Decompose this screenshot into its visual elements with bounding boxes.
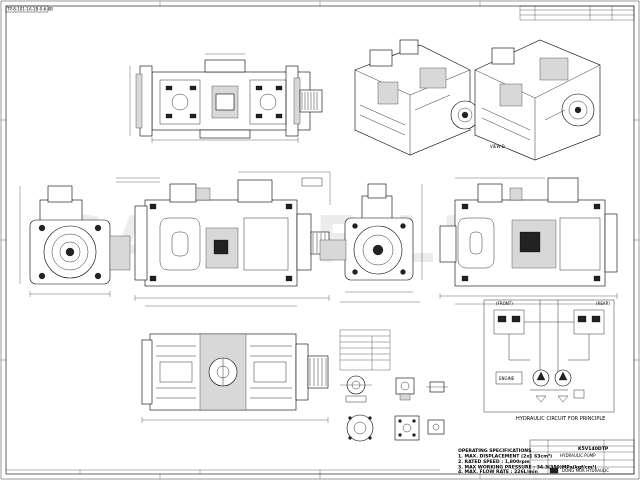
circuit-engine-label: ENGINE — [499, 376, 515, 381]
isometric-view-left — [354, 39, 480, 156]
hydraulic-caption: HYDRAULIC CIRCUIT FOR PRINCIPLE — [516, 416, 605, 422]
side-view-right — [439, 177, 618, 305]
iso-view-label: VIEW-D — [490, 144, 505, 149]
company-logo — [549, 467, 559, 474]
spec-line: 3. MAX WORKING PRESSURE : 34.3(350)MPa(k… — [458, 465, 596, 471]
front-view-right — [319, 183, 423, 303]
quality-table — [339, 329, 391, 371]
title-name: HYDRAULIC PUMP — [560, 453, 596, 458]
drawing-code: TP-8-101-1A-1B-0-6-4B — [6, 7, 53, 12]
spec-line: 2. RATED SPEED : 1,800rpm — [458, 459, 530, 465]
drawing-number-box: TP-8-101-1A-1B-0-6-4B — [5, 5, 53, 13]
port-detail-d — [427, 419, 445, 435]
circuit-rear-label: (REAR) — [596, 301, 610, 306]
bottom-strip — [6, 469, 440, 474]
top-view-pump — [129, 53, 323, 143]
front-view-left — [19, 185, 131, 297]
spec-title: OPERATING SPECIFICATIONS — [458, 448, 531, 454]
port-detail-a — [340, 375, 372, 403]
isometric-view-right — [474, 39, 601, 161]
operating-specifications: OPERATING SPECIFICATIONS 1. MAX. DISPLAC… — [458, 448, 596, 475]
title-block: K5V140DTP HYDRAULIC PUMP DONG MOK HYDRAU… — [529, 439, 635, 475]
spec-line: 1. MAX. DISPLACEMENT (2x1 63cm³) — [458, 454, 552, 460]
spec-line: 4. MAX. FLOW RATE : 226L/min — [458, 469, 538, 475]
port-detail-b — [395, 377, 415, 401]
bottom-view-pump — [141, 333, 329, 423]
hydraulic-circuit: (FRONT) (REAR) ENGINE — [483, 299, 615, 413]
side-view-center — [116, 171, 331, 307]
title-model: K5V140DTP — [578, 446, 609, 452]
port-detail-c — [426, 381, 448, 393]
flange-detail-left — [346, 414, 374, 442]
title-company: DONG MOK HYDRAULIC — [562, 468, 609, 473]
revision-table — [519, 5, 635, 21]
flange-detail-right — [394, 415, 420, 441]
circuit-front-label: (FRONT) — [496, 301, 513, 306]
